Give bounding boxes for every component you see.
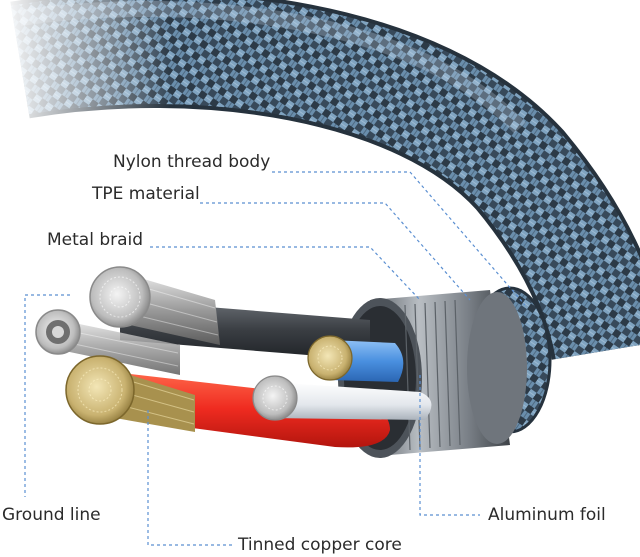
leader-tinned-copper bbox=[147, 410, 232, 546]
silver-core-end-small bbox=[252, 375, 298, 421]
leader-metal-braid bbox=[150, 246, 421, 301]
label-nylon-thread-body: Nylon thread body bbox=[113, 152, 271, 172]
silver-core-end-left bbox=[35, 309, 81, 355]
gold-core-end-small bbox=[307, 335, 353, 381]
silver-core-end-upper bbox=[89, 266, 151, 328]
white-wire bbox=[270, 382, 432, 420]
label-aluminum-foil: Aluminum foil bbox=[488, 505, 606, 525]
label-ground-line: Ground line bbox=[2, 505, 101, 525]
leader-nylon bbox=[272, 171, 526, 306]
label-metal-braid: Metal braid bbox=[47, 230, 144, 250]
leader-tpe bbox=[200, 202, 471, 301]
leader-ground bbox=[24, 294, 70, 497]
metal-braid-strands bbox=[60, 275, 220, 375]
label-tpe-material: TPE material bbox=[92, 184, 200, 204]
leader-lines bbox=[24, 171, 526, 546]
gold-core-end bbox=[65, 355, 135, 425]
leader-aluminum bbox=[419, 375, 480, 516]
label-tinned-copper-core: Tinned copper core bbox=[238, 535, 402, 555]
